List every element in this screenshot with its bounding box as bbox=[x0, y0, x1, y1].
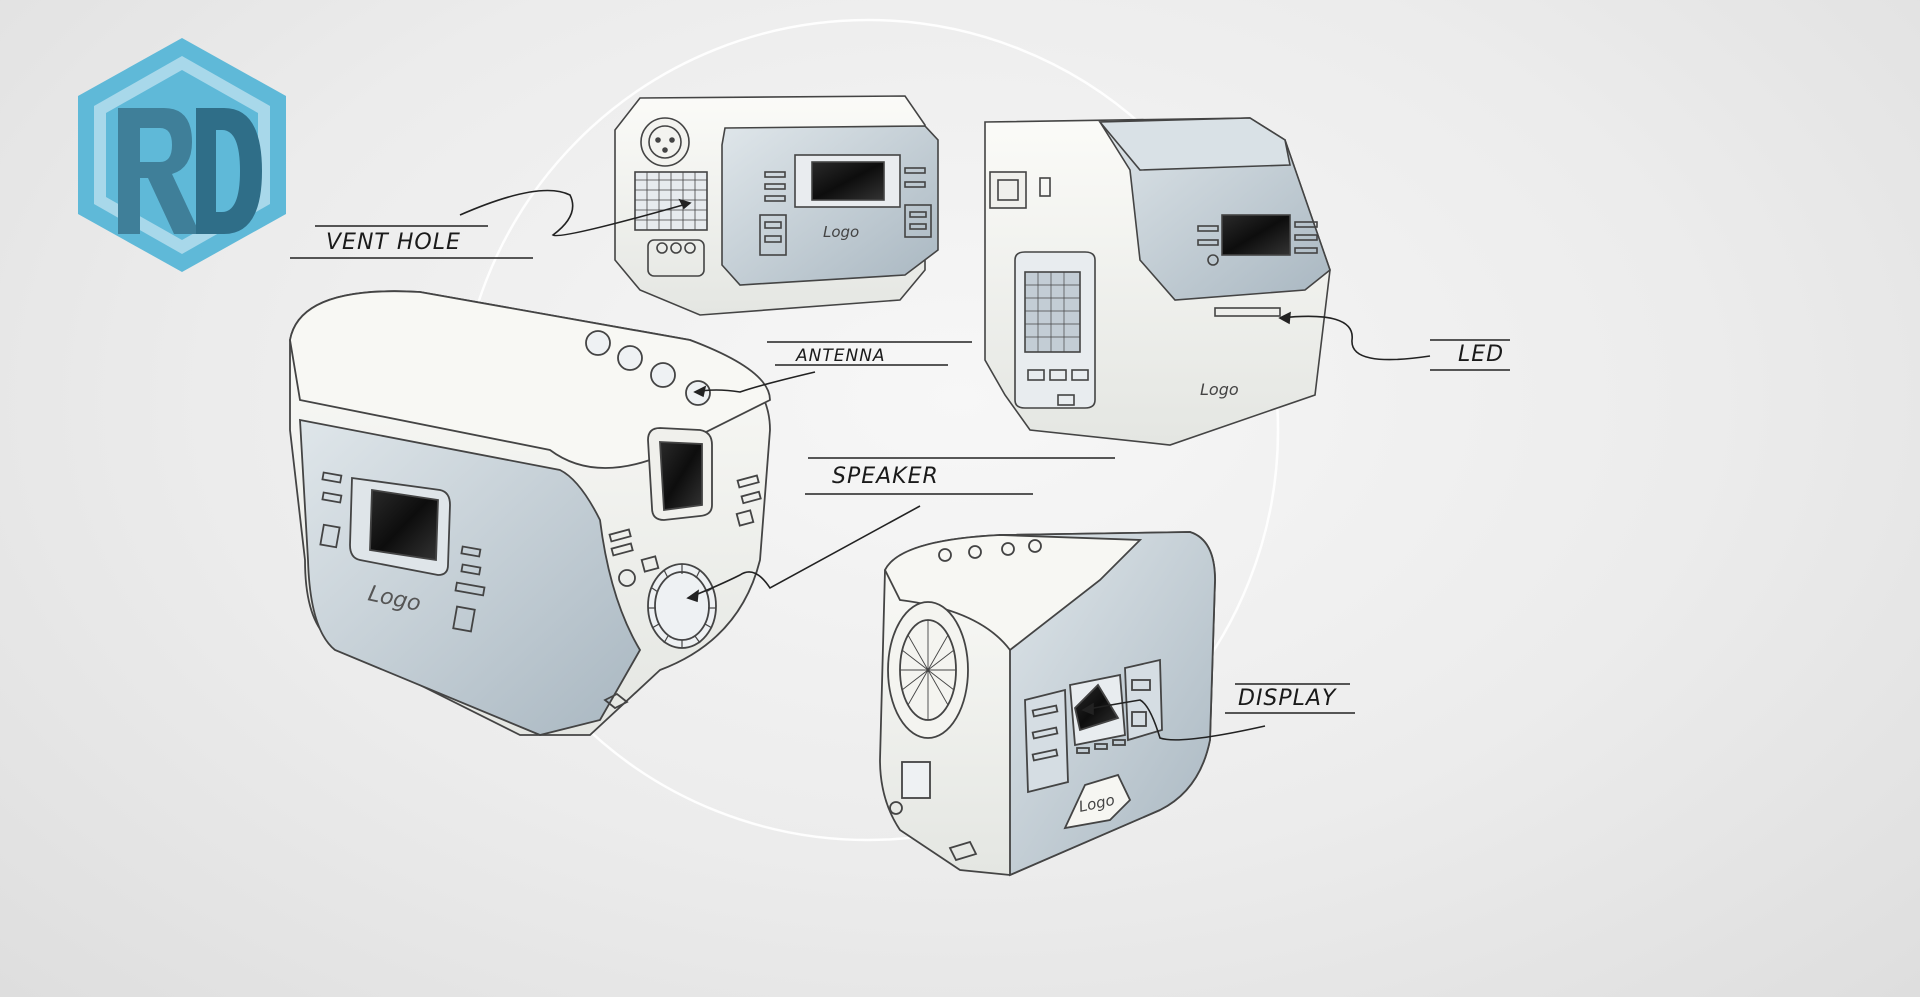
callout-lines bbox=[290, 189, 1510, 741]
led-leader bbox=[1279, 315, 1431, 361]
front-logo-text: Logo bbox=[823, 223, 859, 241]
antenna-label: ANTENNA bbox=[796, 346, 886, 366]
device-side-view: Logo bbox=[984, 117, 1331, 446]
device-front-view: Logo bbox=[614, 95, 939, 316]
device-rear-view: Logo bbox=[879, 531, 1216, 877]
speaker-leader bbox=[687, 505, 921, 599]
rd-logo bbox=[78, 38, 286, 272]
vent-hole-leader bbox=[459, 189, 691, 237]
speaker-label: SPEAKER bbox=[832, 464, 939, 489]
device-perspective-view: Logo bbox=[289, 290, 771, 736]
display-leader bbox=[1082, 699, 1266, 741]
antenna-leader bbox=[694, 371, 816, 393]
side-logo-text: Logo bbox=[1200, 380, 1239, 399]
display-label: DISPLAY bbox=[1238, 686, 1337, 711]
vent-hole-label: VENT HOLE bbox=[326, 230, 461, 255]
led-label: LED bbox=[1458, 342, 1505, 367]
